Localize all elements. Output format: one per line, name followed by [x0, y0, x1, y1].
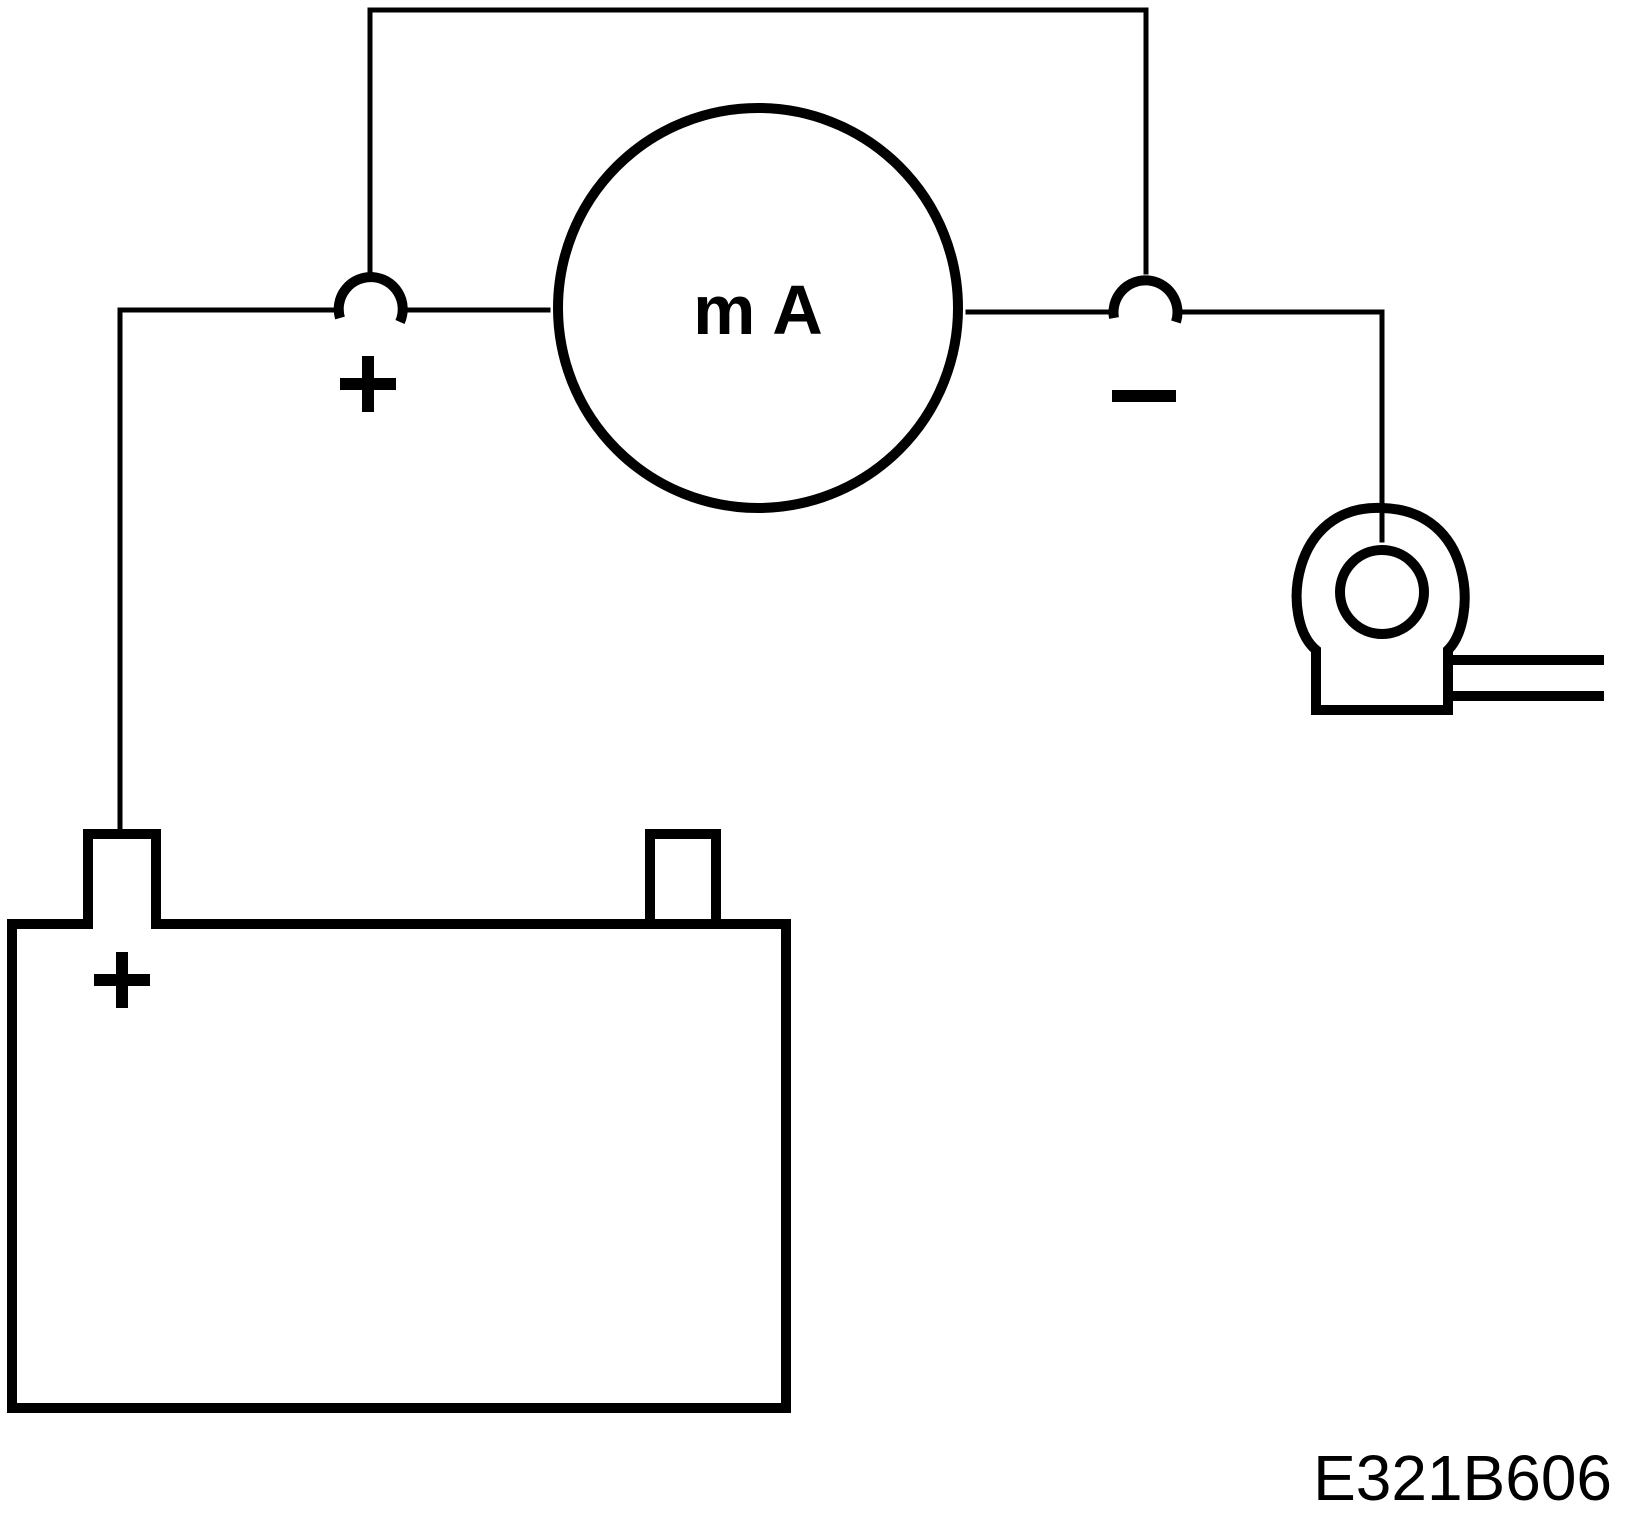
battery-icon	[7, 829, 791, 1413]
plus-sign-battery	[94, 952, 150, 1008]
jumper-wire	[367, 7, 1149, 275]
milliammeter: m A	[553, 103, 963, 513]
milliammeter-icon	[553, 103, 963, 513]
negative-cable-wire	[1177, 309, 1385, 543]
battery-negative-post	[645, 829, 721, 929]
battery-positive-wire	[117, 307, 341, 831]
minus-sign-meter	[1112, 390, 1176, 402]
plus-sign-meter	[340, 356, 396, 412]
meter-positive-terminal[interactable]	[333, 272, 408, 325]
meter-label: m A	[693, 271, 823, 349]
ring-terminal-icon	[1291, 502, 1604, 715]
figure-reference: E321B606	[1313, 1442, 1612, 1514]
battery-body	[7, 829, 791, 1413]
meter-negative-terminal[interactable]	[1108, 275, 1183, 324]
